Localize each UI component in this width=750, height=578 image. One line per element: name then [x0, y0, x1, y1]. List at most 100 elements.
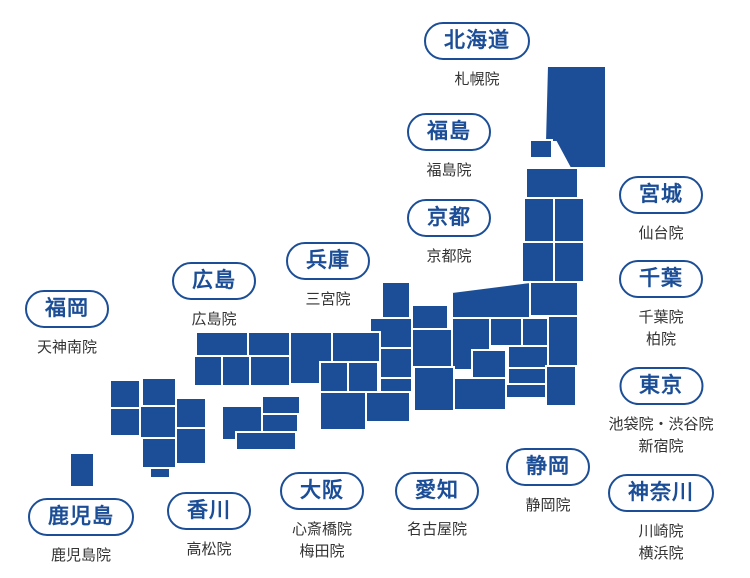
branch-list: 静岡院: [525, 494, 570, 516]
region-label-fukuoka[interactable]: 福岡: [25, 290, 109, 328]
prefecture-oita: [175, 397, 207, 429]
branch-list: 川崎院 横浜院: [638, 520, 683, 564]
prefecture-shiga: [379, 347, 413, 379]
region-kyoto: 京都 京都院: [407, 199, 491, 267]
region-label-kanagawa[interactable]: 神奈川: [608, 474, 714, 512]
prefecture-toyama: [411, 304, 449, 330]
region-kanagawa: 神奈川 川崎院 横浜院: [608, 474, 714, 564]
branch-list: 広島院: [191, 308, 236, 330]
region-osaka: 大阪 心斎橋院 梅田院: [280, 472, 364, 562]
branch-sannomiya[interactable]: 三宮院: [305, 290, 351, 308]
region-fukushima: 福島 福島院: [407, 113, 491, 181]
region-label-hiroshima[interactable]: 広島: [172, 262, 256, 300]
branch-list: 心斎橋院 梅田院: [292, 518, 352, 562]
prefecture-kanagawa: [505, 383, 547, 399]
prefecture-okinawa: [69, 452, 95, 488]
branch-list: 天神南院: [37, 336, 97, 358]
branch-chiba[interactable]: 千葉院: [638, 308, 684, 326]
prefecture-hiroshima: [221, 355, 251, 387]
prefecture-saga: [109, 379, 141, 409]
region-kagoshima: 鹿児島 鹿児島院: [28, 498, 134, 566]
region-label-kagawa[interactable]: 香川: [167, 492, 251, 530]
region-label-aichi[interactable]: 愛知: [395, 472, 479, 510]
branch-ikebukuro-shibuya[interactable]: 池袋院・渋谷院: [608, 415, 714, 433]
region-aichi: 愛知 名古屋院: [395, 472, 479, 540]
prefecture-tokushima: [261, 413, 299, 433]
prefecture-niigata: [451, 280, 531, 319]
region-label-hyogo[interactable]: 兵庫: [286, 242, 370, 280]
prefecture-nagasaki: [109, 407, 141, 437]
region-tokyo: 東京 池袋院・渋谷院 新宿院: [608, 367, 714, 457]
region-chiba: 千葉 千葉院 柏院: [619, 260, 703, 350]
prefecture-aomori: [525, 167, 579, 199]
prefecture-ishikawa: [381, 281, 411, 319]
region-fukuoka: 福岡 天神南院: [25, 290, 109, 358]
branch-list: 池袋院・渋谷院 新宿院: [608, 413, 713, 457]
prefecture-shimane: [195, 331, 249, 357]
branch-shinsaibashi[interactable]: 心斎橋院: [291, 520, 352, 538]
branch-sendai[interactable]: 仙台院: [638, 224, 684, 242]
prefecture-iwate: [553, 197, 585, 243]
branch-umeda[interactable]: 梅田院: [299, 542, 345, 560]
prefecture-saitama: [507, 345, 549, 369]
branch-list: 福島院: [426, 159, 471, 181]
prefecture-okayama: [249, 355, 291, 387]
branch-kashiwa[interactable]: 柏院: [645, 330, 676, 348]
branch-list: 千葉院 柏院: [638, 306, 683, 350]
region-label-miyagi[interactable]: 宮城: [619, 176, 703, 214]
branch-hiroshima[interactable]: 広島院: [191, 310, 237, 328]
region-miyagi: 宮城 仙台院: [619, 176, 703, 244]
branch-list: 高松院: [186, 538, 231, 560]
prefecture-ibaraki: [547, 315, 579, 367]
region-hokkaido: 北海道 札幌院: [424, 22, 530, 90]
prefecture-gifu: [411, 328, 453, 368]
prefecture-gunma: [489, 317, 523, 347]
region-label-chiba[interactable]: 千葉: [619, 260, 703, 298]
prefecture-kagoshima: [141, 437, 177, 469]
branch-tenjin-minami[interactable]: 天神南院: [36, 338, 97, 356]
branch-kawasaki[interactable]: 川崎院: [638, 522, 684, 540]
region-label-fukushima[interactable]: 福島: [407, 113, 491, 151]
region-hyogo: 兵庫 三宮院: [286, 242, 370, 310]
branch-list: 札幌院: [454, 68, 499, 90]
prefecture-hokkaido: [543, 65, 607, 169]
branch-shinjuku[interactable]: 新宿院: [638, 437, 684, 455]
prefecture-akita: [523, 197, 555, 243]
prefecture-tochigi: [521, 317, 549, 347]
branch-list: 京都院: [426, 245, 471, 267]
region-label-shizuoka[interactable]: 静岡: [506, 448, 590, 486]
prefecture-yamaguchi: [193, 355, 223, 387]
region-label-kyoto[interactable]: 京都: [407, 199, 491, 237]
region-label-tokyo[interactable]: 東京: [618, 367, 703, 405]
prefecture-nara: [365, 391, 411, 423]
branch-sapporo[interactable]: 札幌院: [454, 70, 500, 88]
prefecture-kumamoto: [139, 405, 177, 439]
prefecture-wakayama: [319, 391, 367, 431]
prefecture-miyagi: [553, 241, 585, 283]
branch-takamatsu[interactable]: 高松院: [186, 540, 232, 558]
branch-list: 名古屋院: [407, 518, 467, 540]
branch-list: 三宮院: [305, 288, 350, 310]
prefecture-fukushima: [529, 281, 579, 317]
branch-fukushima[interactable]: 福島院: [426, 161, 472, 179]
prefecture-tokyo: [507, 367, 547, 385]
prefecture-osaka: [347, 361, 379, 393]
region-label-hokkaido[interactable]: 北海道: [424, 22, 530, 60]
branch-shizuoka[interactable]: 静岡院: [525, 496, 571, 514]
prefecture-aichi: [413, 366, 455, 412]
region-shizuoka: 静岡 静岡院: [506, 448, 590, 516]
prefecture-kagawa: [261, 395, 301, 415]
branch-list: 仙台院: [638, 222, 683, 244]
region-label-osaka[interactable]: 大阪: [280, 472, 364, 510]
prefecture-kochi: [235, 431, 297, 451]
region-label-kagoshima[interactable]: 鹿児島: [28, 498, 134, 536]
prefecture-awaji: [319, 361, 349, 393]
branch-kagoshima[interactable]: 鹿児島院: [50, 546, 111, 564]
region-kagawa: 香川 高松院: [167, 492, 251, 560]
branch-yokohama[interactable]: 横浜院: [638, 544, 684, 562]
prefecture-miyazaki: [175, 427, 207, 465]
branch-nagoya[interactable]: 名古屋院: [406, 520, 467, 538]
region-hiroshima: 広島 広島院: [172, 262, 256, 330]
branch-kyoto[interactable]: 京都院: [426, 247, 472, 265]
